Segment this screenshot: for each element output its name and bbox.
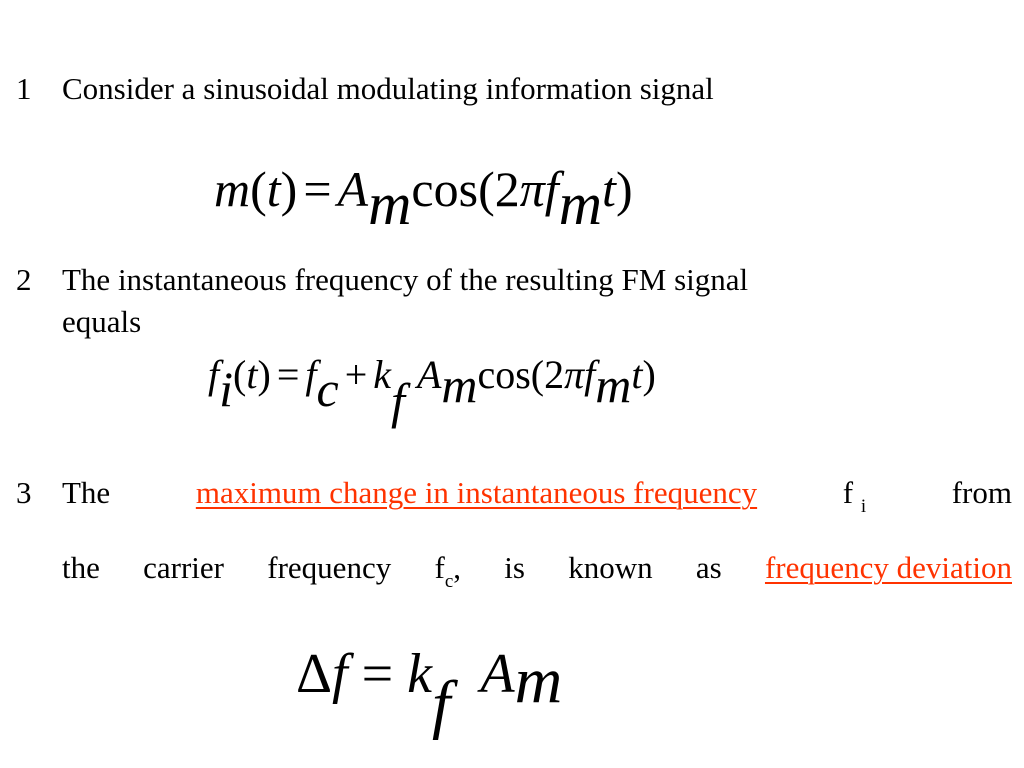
eq-subscript: i xyxy=(219,361,234,417)
eq-term: t xyxy=(246,352,258,397)
item-number: 1 xyxy=(16,71,32,106)
item-text: The instantaneous frequency of the resul… xyxy=(62,259,1012,343)
eq-term: A xyxy=(480,643,515,705)
eq-term: A xyxy=(337,161,369,217)
subscript-c: c xyxy=(444,571,454,592)
eq-subscript: c xyxy=(316,361,339,417)
eq-term: ) xyxy=(615,161,633,217)
eq-term: = xyxy=(303,161,332,217)
eq-term: + xyxy=(344,352,368,397)
item-text-line: The maximum change in instantaneous freq… xyxy=(62,472,1012,519)
eq-term: A xyxy=(416,352,442,397)
eq-term: t xyxy=(602,161,616,217)
comma: , xyxy=(453,550,461,585)
eq-term: ) xyxy=(642,352,656,397)
eq-term: π xyxy=(519,161,545,217)
item-text-line: The instantaneous frequency of the resul… xyxy=(62,262,749,297)
eq-term: ( xyxy=(250,161,267,217)
highlight-frequency-deviation: frequency deviation xyxy=(764,550,1012,585)
eq-term: ) xyxy=(257,352,271,397)
word: the xyxy=(62,550,100,585)
eq-term: f xyxy=(332,643,348,705)
f-c-term: fc, xyxy=(434,547,461,594)
word: carrier xyxy=(143,550,225,585)
word: as xyxy=(695,550,722,585)
eq-subscript: m xyxy=(514,644,563,717)
eq-term: t xyxy=(266,161,281,217)
item-number: 2 xyxy=(16,262,32,297)
eq-term: f xyxy=(305,352,317,397)
item-text: The maximum change in instantaneous freq… xyxy=(62,472,1012,594)
eq-term: cos(2 xyxy=(411,161,520,217)
word: from xyxy=(951,475,1012,510)
eq-term: π xyxy=(564,352,585,397)
eq-term: ( xyxy=(233,352,247,397)
eq-term: = xyxy=(276,352,300,397)
list-item-1: 1 Consider a sinusoidal modulating infor… xyxy=(16,68,1012,110)
word: is xyxy=(504,550,525,585)
highlight-max-change: maximum change in instantaneous frequenc… xyxy=(195,475,758,510)
eq-term: ) xyxy=(280,161,298,217)
eq-term: f xyxy=(584,352,596,397)
eq-term: k xyxy=(373,352,392,397)
item-text: Consider a sinusoidal modulating informa… xyxy=(62,71,714,106)
eq-subscript: m xyxy=(368,171,412,237)
item-text-line: the carrier frequency fc, is known as fr… xyxy=(62,547,1012,594)
eq-subscript: f xyxy=(432,668,451,741)
eq-term: cos(2 xyxy=(477,352,565,397)
word: f xyxy=(842,475,854,510)
eq-subscript: m xyxy=(595,357,632,413)
eq-term: t xyxy=(631,352,643,397)
equation-signal: m(t)=Amcos(2πfmt) xyxy=(214,154,633,236)
f-i-term: f i xyxy=(843,472,866,519)
subscript-i: i xyxy=(860,496,867,517)
word: known xyxy=(568,550,653,585)
eq-term: f xyxy=(544,161,559,217)
eq-subscript: m xyxy=(441,357,478,413)
eq-term: Δ xyxy=(296,643,333,705)
eq-term: k xyxy=(407,643,433,705)
eq-term: f xyxy=(208,352,220,397)
eq-subscript: f xyxy=(391,373,405,429)
item-text-line: equals xyxy=(62,304,142,339)
item-number: 3 xyxy=(16,475,32,510)
eq-subscript: m xyxy=(558,171,603,237)
list-item-2: 2 The instantaneous frequency of the res… xyxy=(16,259,1012,343)
word: f xyxy=(434,550,445,585)
eq-term: = xyxy=(361,643,394,705)
list-item-3: 3 The maximum change in instantaneous fr… xyxy=(16,472,1012,592)
word: frequency xyxy=(267,550,392,585)
word: The xyxy=(62,475,111,510)
eq-term: m xyxy=(214,161,251,217)
